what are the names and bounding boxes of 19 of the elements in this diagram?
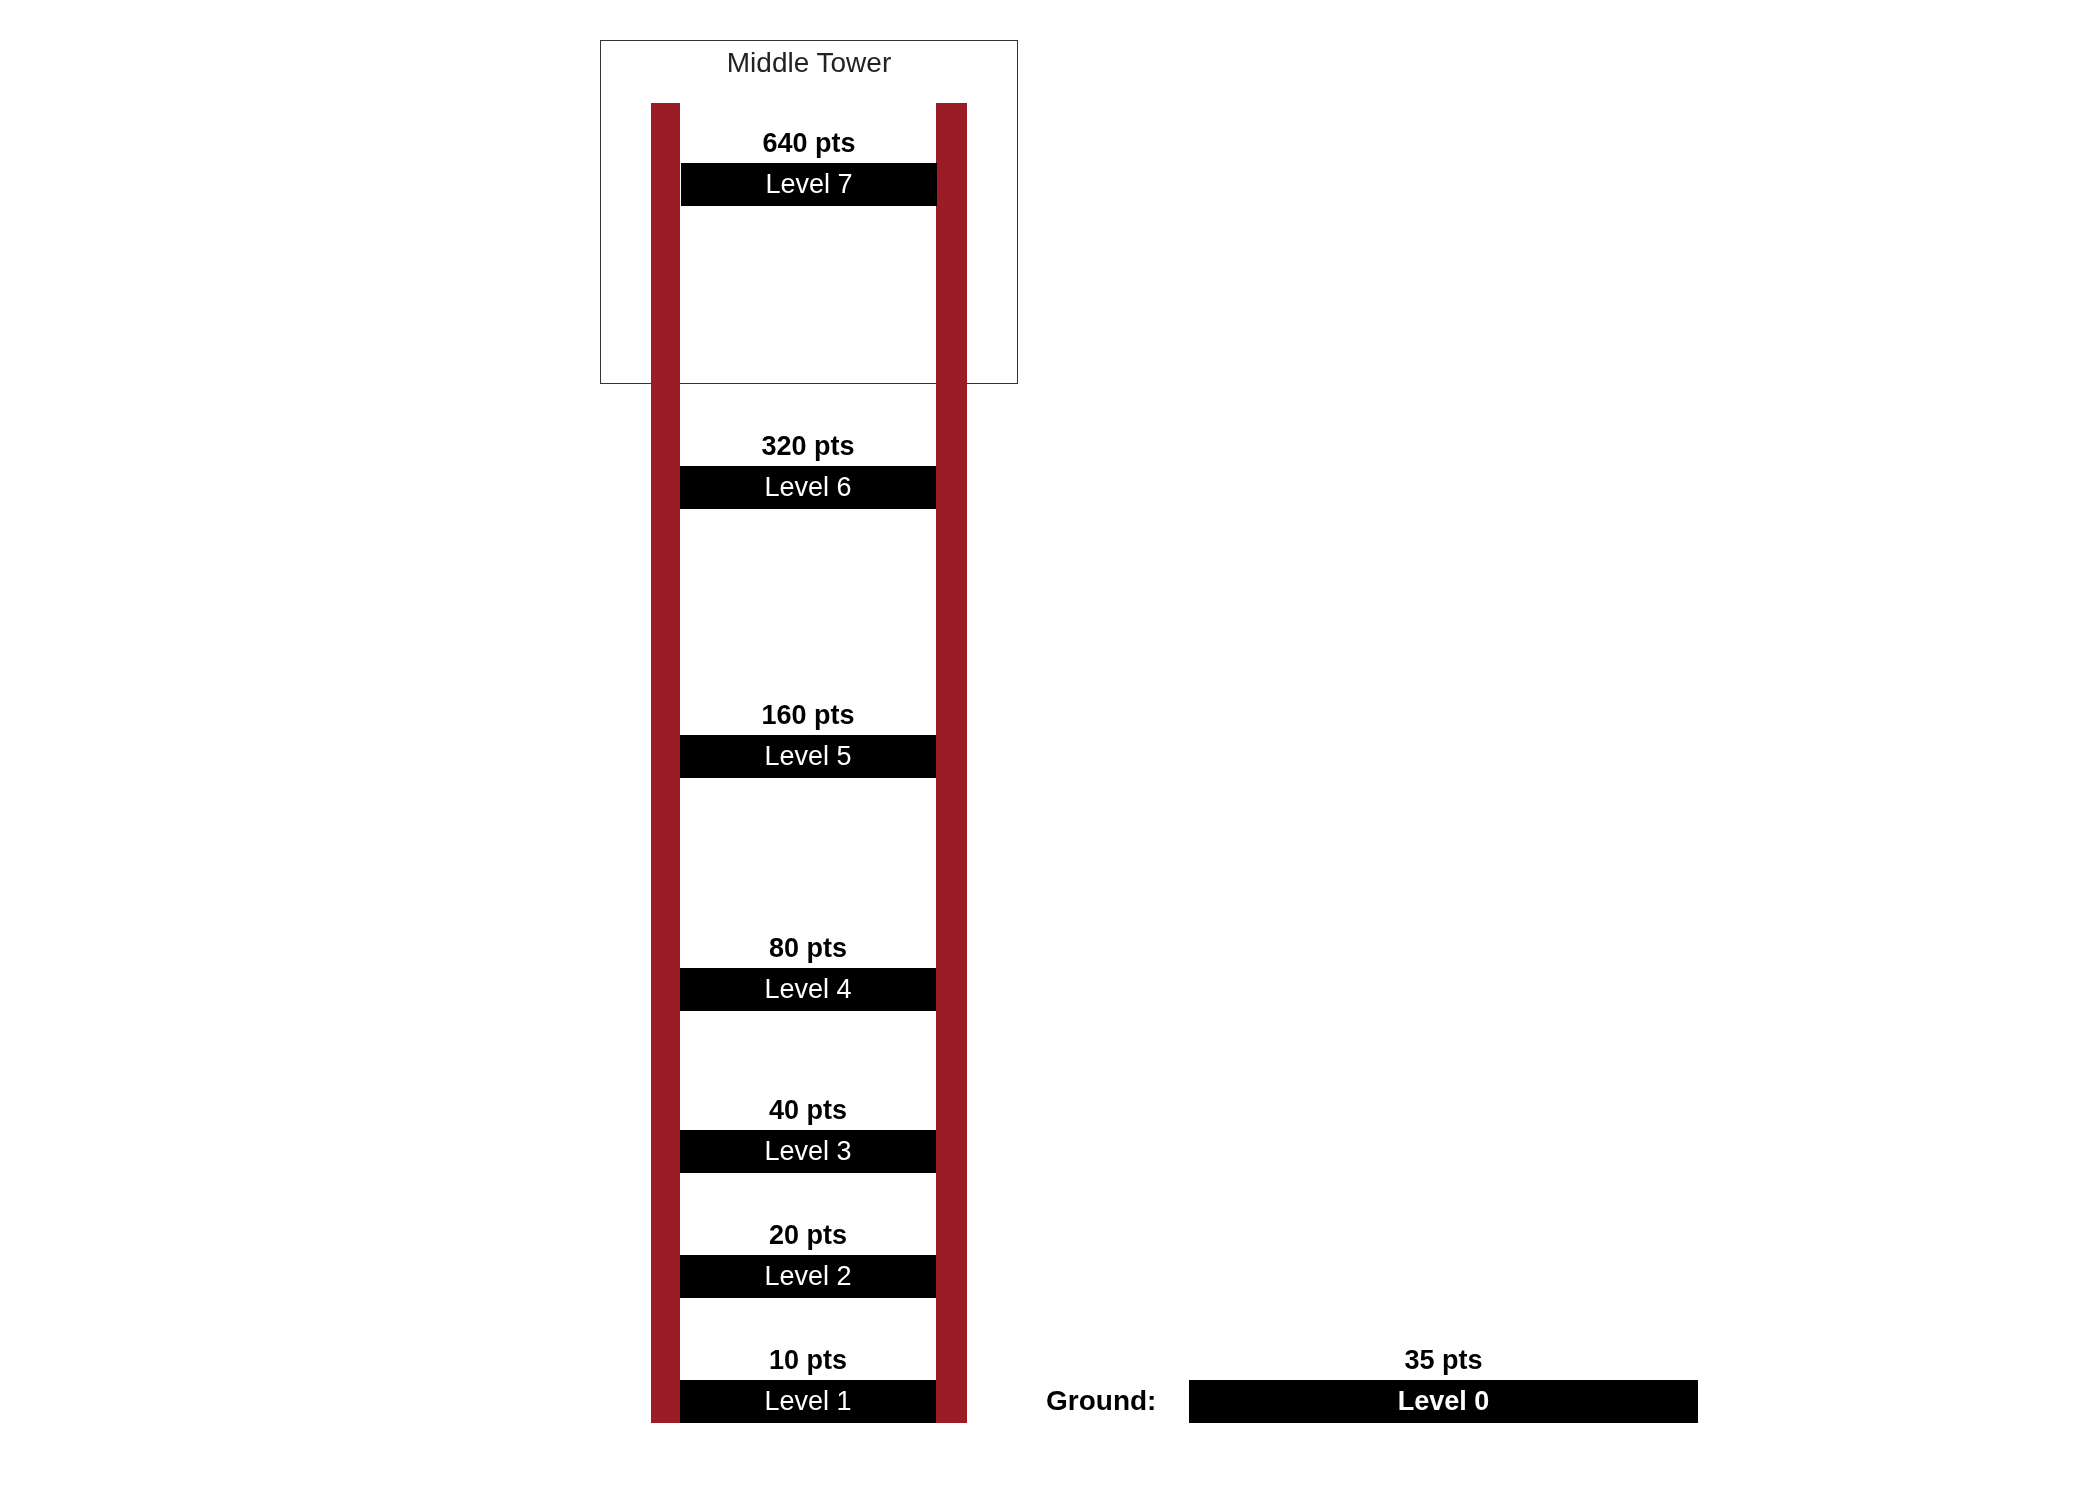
points-label: 10 pts xyxy=(767,1345,848,1376)
level-name: Level 7 xyxy=(765,169,853,200)
level-name: Level 5 xyxy=(764,741,852,772)
level-name: Level 4 xyxy=(764,974,852,1005)
points-label: 35 pts xyxy=(1403,1345,1484,1376)
ground-label: Ground: xyxy=(1046,1385,1157,1417)
points-label: 40 pts xyxy=(767,1095,848,1126)
points-label: 320 pts xyxy=(760,431,856,462)
points-label: 640 pts xyxy=(761,128,857,159)
level-name: Level 0 xyxy=(1397,1386,1490,1417)
level-name: Level 1 xyxy=(764,1386,852,1417)
points-label: 20 pts xyxy=(767,1220,848,1251)
level-name: Level 6 xyxy=(764,472,852,503)
tower-title: Middle Tower xyxy=(725,47,893,79)
level-name: Level 2 xyxy=(764,1261,852,1292)
level-name: Level 3 xyxy=(764,1136,852,1167)
points-label: 80 pts xyxy=(767,933,848,964)
tower-frame xyxy=(600,40,1018,384)
points-label: 160 pts xyxy=(760,700,856,731)
